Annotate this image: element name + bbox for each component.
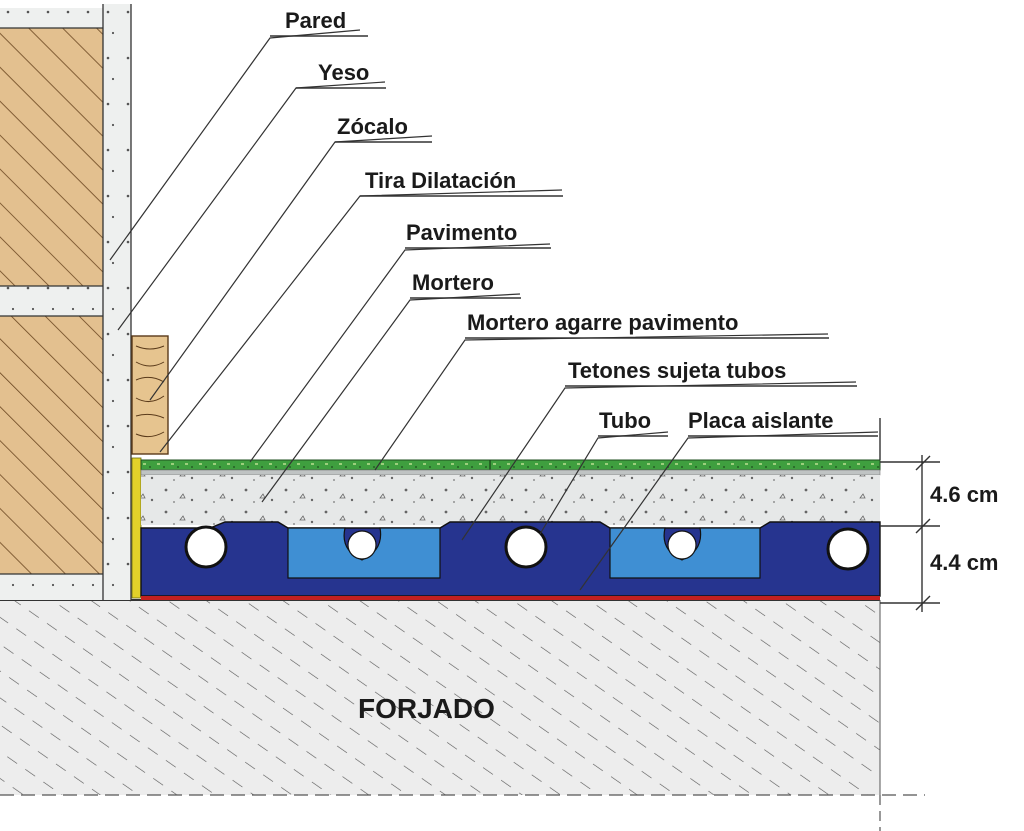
- adhesive-mortar-layer: [140, 469, 881, 476]
- label-placa-aislante: Placa aislante: [688, 408, 834, 433]
- label-zocalo: Zócalo: [337, 114, 408, 139]
- skirting-board: [131, 335, 169, 455]
- label-forjado: FORJADO: [358, 693, 495, 724]
- vapor-barrier-line: [141, 596, 880, 600]
- dimension-marks: 4.6 cm 4.4 cm: [879, 418, 999, 612]
- label-tetones: Tetones sujeta tubos: [568, 358, 786, 383]
- labels: Pared Yeso Zócalo Tira Dilatación Pavime…: [270, 8, 878, 724]
- pipe: [504, 525, 548, 569]
- pipes: [184, 525, 870, 571]
- label-pared: Pared: [285, 8, 346, 33]
- label-yeso: Yeso: [318, 60, 369, 85]
- label-tira-dilatacion: Tira Dilatación: [365, 168, 516, 193]
- expansion-strip: [131, 457, 142, 599]
- dimension-lower: 4.4 cm: [930, 550, 999, 575]
- mortar-layer: [141, 475, 880, 525]
- forjado-slab: [0, 599, 925, 831]
- pipe: [184, 525, 228, 569]
- plaster-layer: [102, 4, 132, 600]
- label-pavimento: Pavimento: [406, 220, 517, 245]
- label-mortero: Mortero: [412, 270, 494, 295]
- label-tubo: Tubo: [599, 408, 651, 433]
- pipe: [826, 527, 870, 571]
- wall: [0, 8, 103, 600]
- label-mortero-agarre: Mortero agarre pavimento: [467, 310, 738, 335]
- dimension-upper: 4.6 cm: [930, 482, 999, 507]
